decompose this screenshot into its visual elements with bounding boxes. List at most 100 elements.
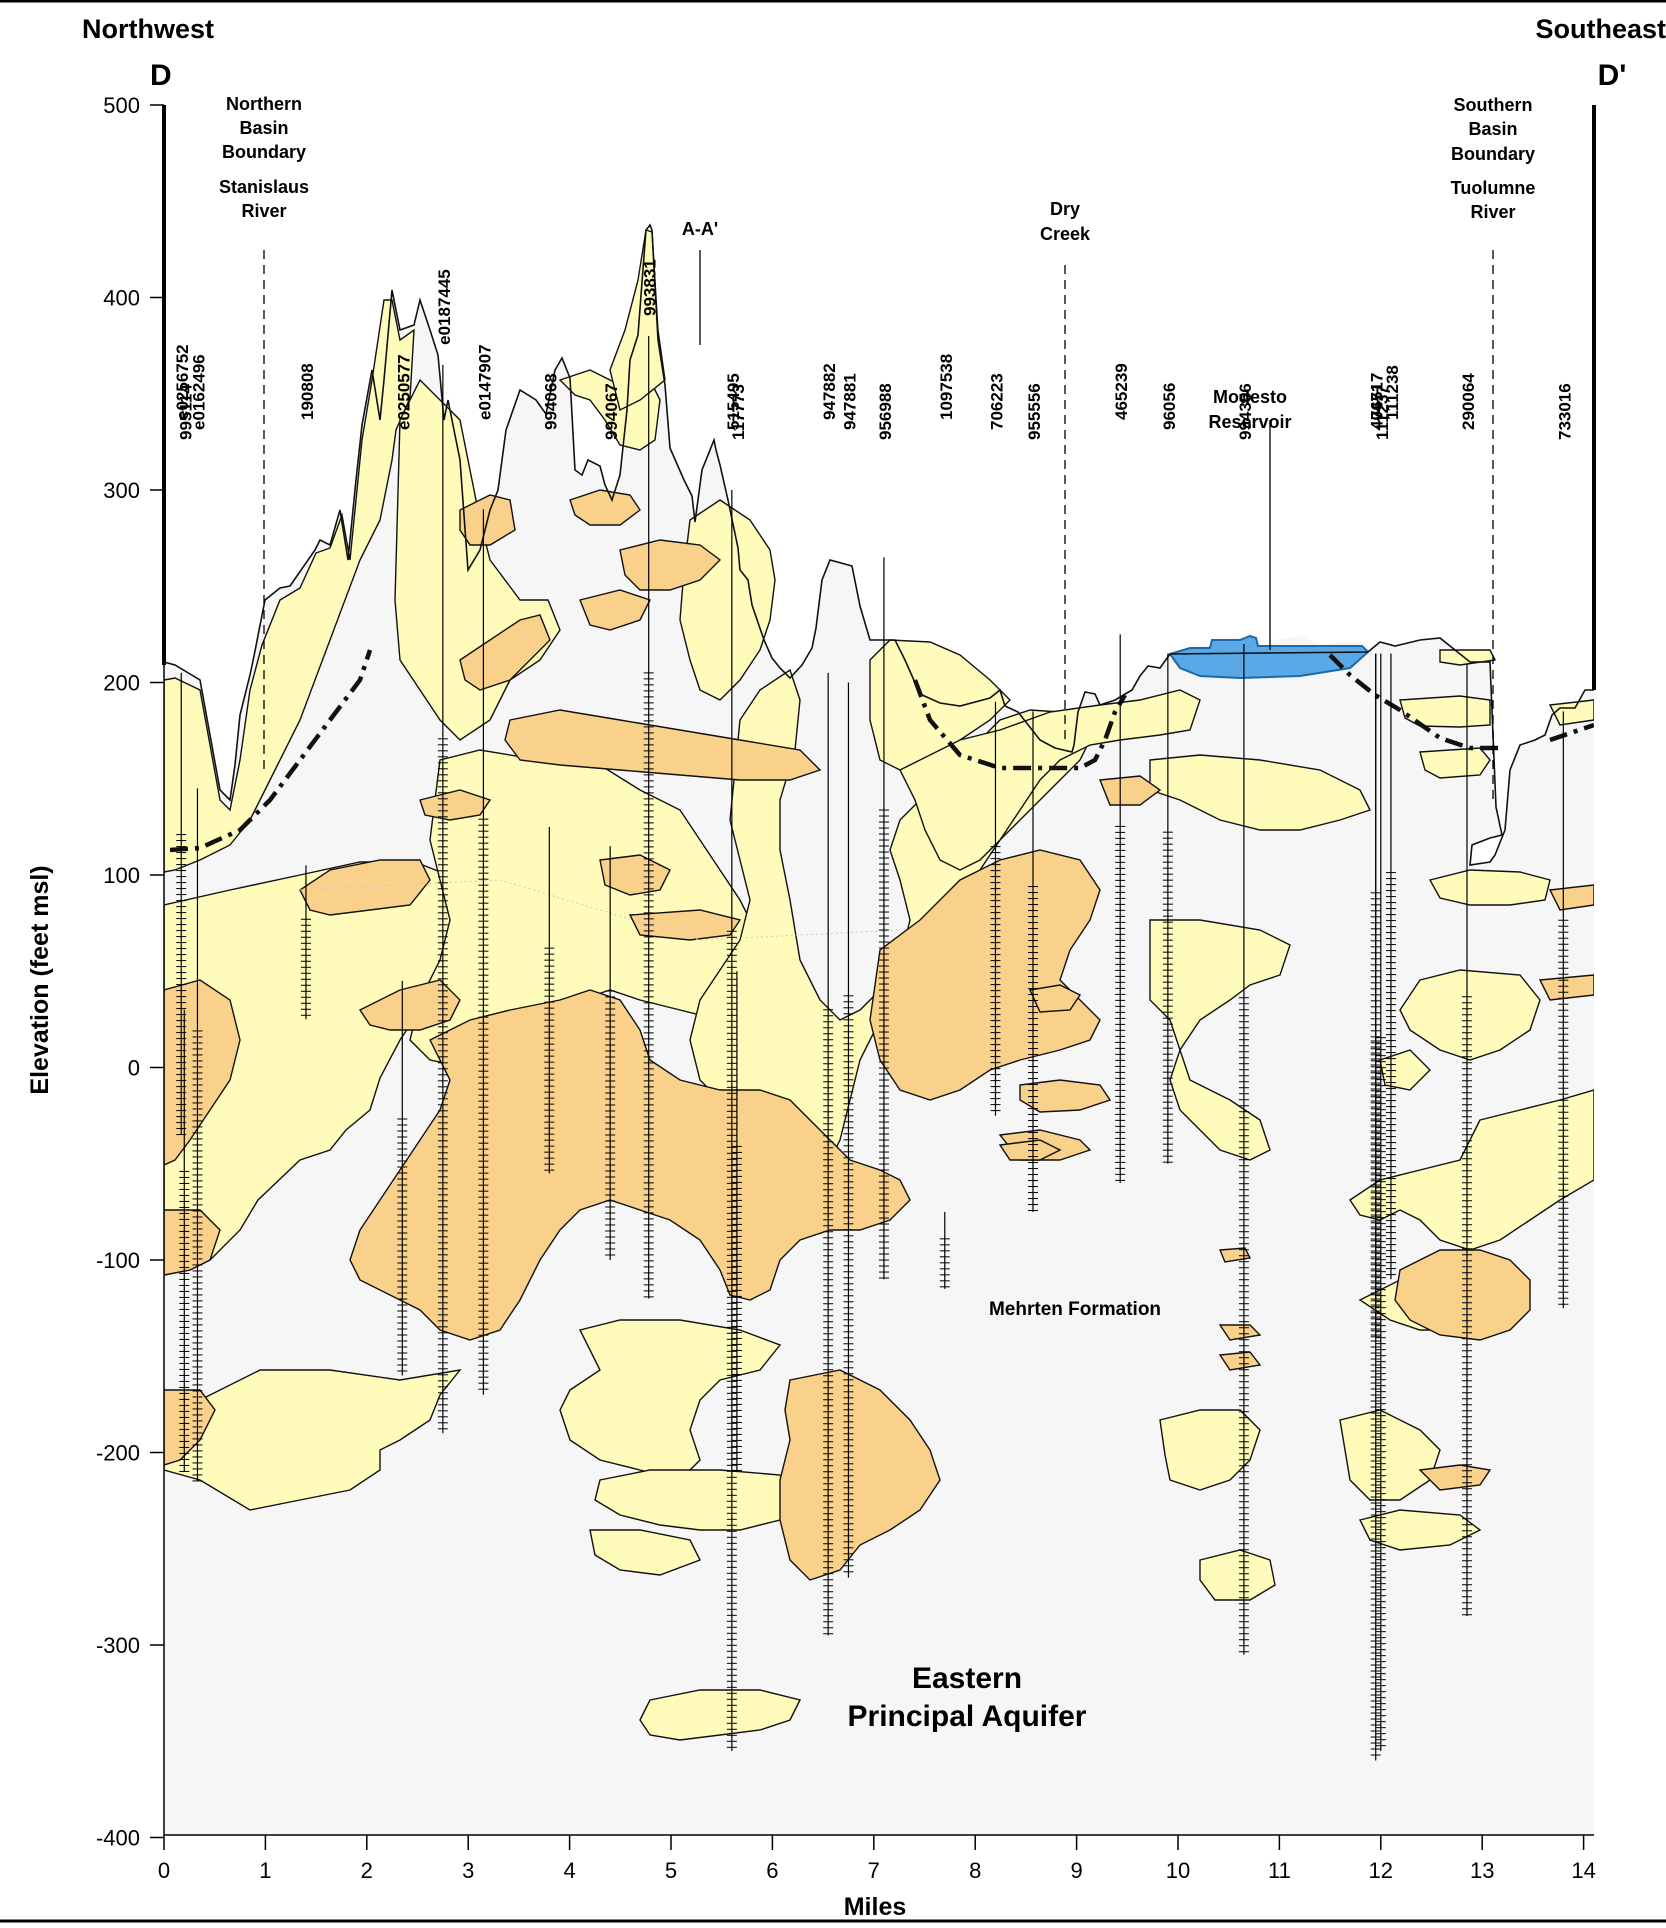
x-tick-label: 12 [1369,1858,1393,1883]
coarse-se-small [1548,884,1594,911]
coarse-south-right [1394,1249,1531,1341]
lens-deep-south-2 [1199,1549,1276,1601]
well-label-111238: 111238 [1383,365,1402,420]
y-tick-label: -200 [96,1441,140,1466]
well-label-515495: 515495 [724,373,743,430]
southeast-label: Southeast [1535,14,1666,44]
coarse-east-4 [1099,775,1162,806]
lens-se-mid-2 [1428,869,1551,906]
coarse-mid-long [504,709,822,781]
well-label-955556: 955556 [1025,383,1044,440]
x-tick-label: 1 [259,1858,271,1883]
well-label-117773: 117773 [729,384,748,440]
sky-area [164,105,1594,865]
coarse-west-upper [299,859,431,916]
lens-deep-center-2 [594,1469,801,1531]
coarse-deep-small-2 [1218,1324,1262,1341]
dry-creek-label-1: Dry [1050,199,1080,219]
x-axis-title: Miles [844,1893,907,1921]
coarse-west-mid [358,979,461,1031]
coarse-east-2 [1028,984,1082,1013]
well-label-e0147907: e0147907 [475,344,494,420]
coarse-big-east [869,849,1101,1101]
mehrten-formation-label: Mehrten Formation [989,1299,1161,1320]
coarse-peak-2 [579,589,651,631]
coarse-se-small-2 [1538,974,1594,1001]
faint-contact-line [299,879,901,941]
x-tick-label: 6 [766,1858,778,1883]
well-label-e0256752: e0256752 [173,344,192,420]
x-tick-label: 7 [868,1858,880,1883]
lens-deep-south-4 [1358,1509,1482,1551]
well-label-1097538: 1097538 [937,354,956,420]
lens-se-mid [1399,695,1491,728]
section-start-letter: D [150,59,172,92]
x-tick-label: 13 [1470,1858,1494,1883]
well-label-40471: 40471 [1368,383,1387,430]
well-label-947882: 947882 [820,363,839,420]
lens-south-lower [1349,1089,1594,1251]
lens-central-middle [409,749,781,1071]
y-tick-label: -100 [96,1248,140,1273]
lens-nw-lower [164,1369,462,1511]
lens-deep-south-1 [1159,1409,1261,1491]
lens-nw-upper [164,299,415,873]
well-label-947881: 947881 [840,373,859,430]
dry-creek-label-2: Creek [1040,224,1091,244]
reservoir-label-1: Modesto [1213,387,1287,407]
north-river-line-1: Stanislaus [219,177,309,197]
south-river-line-2: River [1470,202,1515,222]
annotation-northern-boundary: Northern Basin Boundary Stanislaus River [219,94,309,221]
well-label-956988: 956988 [876,383,895,440]
north-boundary-line-2: Basin [239,118,288,138]
south-boundary-line-3: Boundary [1451,144,1535,164]
y-tick-label: -300 [96,1633,140,1658]
well-label-995114: 995114 [176,384,195,440]
south-boundary-line-2: Basin [1468,119,1517,139]
well-label-96056: 96056 [1160,383,1179,430]
y-tick-label: 500 [103,93,140,118]
well-label-111237: 111237 [1373,385,1392,440]
y-tick-label: 200 [103,671,140,696]
eastern-aquifer-label-1: Eastern [912,1662,1022,1695]
northwest-label: Northwest [82,14,214,44]
coarse-deep-center [779,1369,941,1581]
well-label-994067: 994067 [602,383,621,440]
well-label-76517: 76517 [1368,373,1387,420]
ground-surface-line [164,223,1594,866]
reservoir-label-2: Reservoir [1208,412,1291,432]
lens-deep-small [589,1529,701,1576]
y-tick-label: 400 [103,286,140,311]
lens-flat-upper [899,689,1201,871]
y-tick-label: 300 [103,478,140,503]
coarse-east-3 [1019,1079,1112,1113]
well-label-190808: 190808 [298,363,317,420]
north-river-line-2: River [241,201,286,221]
coarse-mid-4 [628,909,742,941]
lens-se-mid-3 [1379,1049,1431,1091]
coarse-deep-south [1418,1464,1492,1491]
north-boundary-line-1: Northern [226,94,302,114]
lens-reservoir-lower [1149,754,1371,831]
coarse-deep-small-3 [1218,1351,1262,1371]
x-tick-label: 4 [563,1858,575,1883]
coarse-upper-center [459,614,551,691]
coarse-lenses [164,489,1594,1581]
section-crossing-label: A-A' [682,219,718,239]
well-label-290064: 290064 [1459,373,1478,430]
y-tick-label: 100 [103,863,140,888]
south-boundary-line-1: Southern [1454,95,1533,115]
well-label-e0187445: e0187445 [435,269,454,345]
north-boundary-line-3: Boundary [222,142,306,162]
geology-layer [164,105,1594,1741]
lens-mid-east [869,639,1011,771]
well-label-e0162496: e0162496 [189,354,208,430]
lens-reservoir-mid [1149,919,1291,1161]
lens-se-lower [1419,747,1491,779]
x-tick-label: 10 [1166,1858,1190,1883]
